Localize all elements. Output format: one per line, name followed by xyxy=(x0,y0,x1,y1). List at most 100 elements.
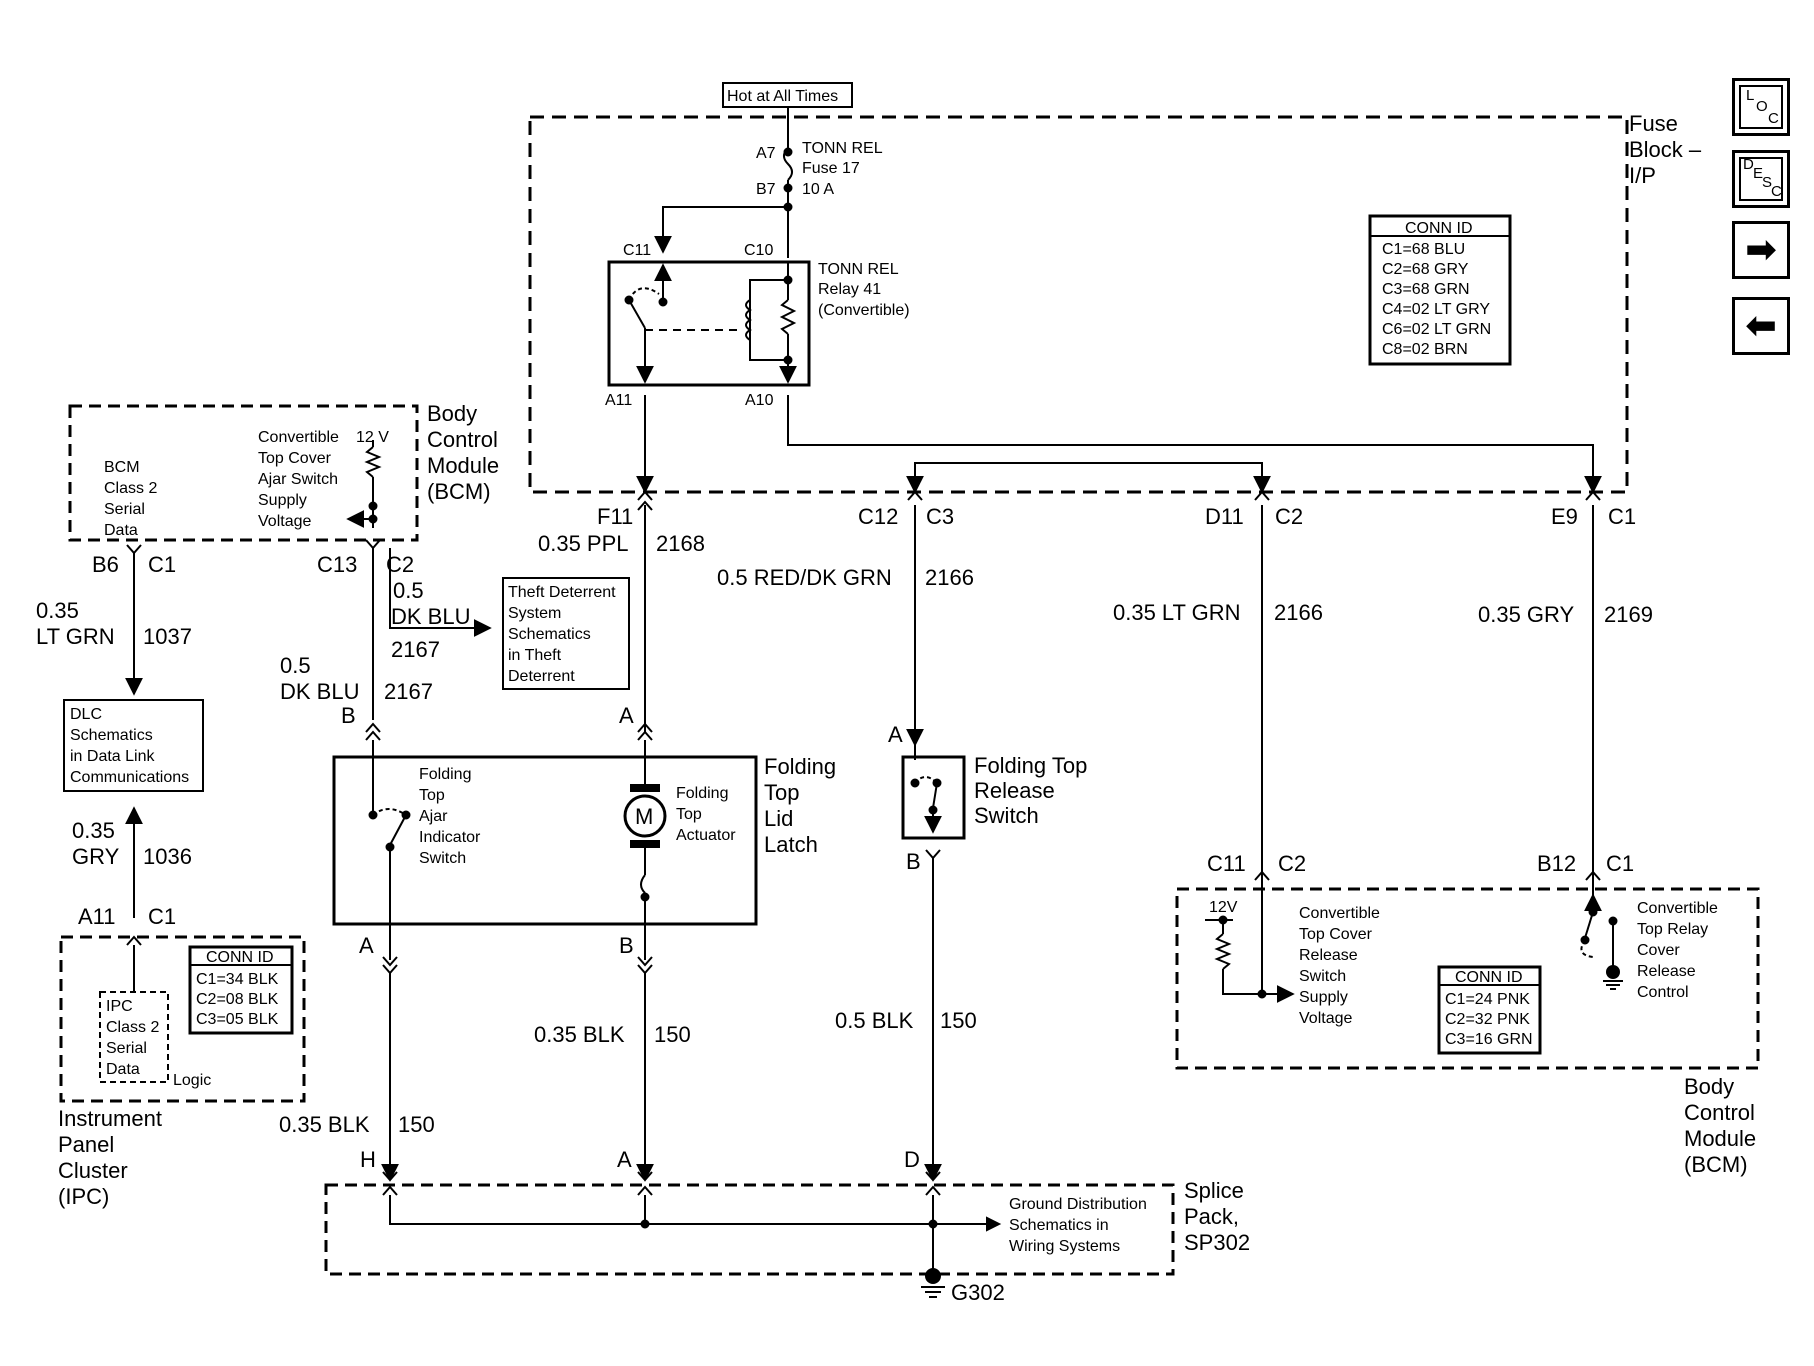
loc-button[interactable]: L O C xyxy=(1732,78,1790,136)
e9-pin: E9 xyxy=(1551,504,1578,529)
fuse-block-title-3: I/P xyxy=(1629,163,1656,188)
latch-actuator-line: Top xyxy=(676,806,702,823)
fuse-block-border xyxy=(528,115,1629,494)
bcm-left-title-4: (BCM) xyxy=(427,479,491,504)
bcm-right-supply-line: Switch xyxy=(1299,968,1346,985)
ipc-conn-id-row: C1=34 BLK xyxy=(196,971,279,988)
bcm-right-conn-id-box xyxy=(1437,965,1542,1055)
latch-switch-line: Indicator xyxy=(419,829,481,846)
relay-pin-a11: A11 xyxy=(605,392,632,409)
latch-title-2: Top xyxy=(764,780,799,805)
fuse-conn-id-row: C3=68 GRN xyxy=(1382,281,1470,298)
bcm-right-title-4: (BCM) xyxy=(1684,1152,1748,1177)
b6-conn: C1 xyxy=(148,552,176,577)
bcm-left-border xyxy=(68,404,419,542)
c13-branch-wire-2: DK BLU xyxy=(391,604,470,629)
fuse-pin-out: B7 xyxy=(756,181,776,198)
latch-switch-line: Folding xyxy=(419,766,471,783)
ipc-title-1: Instrument xyxy=(58,1106,162,1131)
bcm-right-control-line: Convertible xyxy=(1637,900,1718,917)
dlc-line: Communications xyxy=(70,769,189,786)
bcm-right-title-2: Control xyxy=(1684,1100,1755,1125)
bcm-left-title-3: Module xyxy=(427,453,499,478)
ipc-inner-line: Data xyxy=(106,1061,140,1078)
c13-branch-wire-1: 0.5 xyxy=(393,578,424,603)
bcm-serial-line: Serial xyxy=(104,501,145,518)
bcm-right-supply-line: Voltage xyxy=(1299,1010,1352,1027)
latch-pin-b-top: B xyxy=(341,703,356,728)
ground-circuit-3: 150 xyxy=(940,1008,977,1033)
arrow-left-icon: ⬅ xyxy=(1745,305,1777,347)
bcm-right-border xyxy=(1175,887,1760,1070)
latch-pin-b-bot: B xyxy=(619,933,634,958)
dlc-line: Schematics xyxy=(70,727,153,744)
b6-pin: B6 xyxy=(92,552,119,577)
latch-switch-line: Ajar xyxy=(419,808,448,825)
splice-pin-d: D xyxy=(904,1147,920,1172)
desc-letter-c: C xyxy=(1771,183,1782,200)
fuse-conn-id-box xyxy=(1368,214,1512,366)
bcm-right-supply-line: Convertible xyxy=(1299,905,1380,922)
loc-letter-l: L xyxy=(1746,87,1755,104)
dlc-line: in Data Link xyxy=(70,748,155,765)
relay-line-2: Relay 41 xyxy=(818,281,881,298)
b12-conn: C1 xyxy=(1606,851,1634,876)
ground-wire-1: 0.35 BLK xyxy=(279,1112,370,1137)
bcm-right-conn-id-row: C2=32 PNK xyxy=(1445,1011,1530,1028)
c12-wire: 0.5 RED/DK GRN xyxy=(717,565,892,590)
splice-title-3: SP302 xyxy=(1184,1230,1250,1255)
latch-actuator-line: Actuator xyxy=(676,827,736,844)
b6-wire-2: LT GRN xyxy=(36,624,115,649)
ipc-class2-box xyxy=(99,991,169,1083)
theft-line: Deterrent xyxy=(508,668,575,685)
bcm-supply-line: Top Cover xyxy=(258,450,332,467)
next-page-button[interactable]: ➡ xyxy=(1732,221,1790,279)
ipc-title-3: Cluster xyxy=(58,1158,128,1183)
c13-circuit: 2167 xyxy=(384,679,433,704)
ipc-border xyxy=(59,935,306,1103)
folding-top-lid-latch-box xyxy=(332,755,758,926)
latch-pin-a-bot: A xyxy=(359,933,374,958)
bcm-right-title-1: Body xyxy=(1684,1074,1734,1099)
bcm-serial-line: Class 2 xyxy=(104,480,157,497)
prev-page-button[interactable]: ⬅ xyxy=(1732,297,1790,355)
release-pin-a: A xyxy=(888,722,903,747)
e9-wire: 0.35 GRY xyxy=(1478,602,1575,627)
ipc-inner-line: Class 2 xyxy=(106,1019,159,1036)
c12-circuit: 2166 xyxy=(925,565,974,590)
ipc-title-2: Panel xyxy=(58,1132,114,1157)
ground-circuit-2: 150 xyxy=(654,1022,691,1047)
bcm-right-conn-id-header: CONN ID xyxy=(1455,969,1523,986)
fuse-line-2: Fuse 17 xyxy=(802,160,860,177)
b12-pin: B12 xyxy=(1537,851,1576,876)
release-switch-box xyxy=(901,755,966,840)
bcm-supply-line: Voltage xyxy=(258,513,311,530)
desc-button[interactable]: D E S C xyxy=(1732,150,1790,208)
splice-ref-line: Ground Distribution xyxy=(1009,1196,1147,1213)
theft-line: System xyxy=(508,605,561,622)
ipc-inner-line: Serial xyxy=(106,1040,147,1057)
bcm-supply-line: Ajar Switch xyxy=(258,471,338,488)
bcm-right-supply-line: Release xyxy=(1299,947,1358,964)
bcm-serial-line: BCM xyxy=(104,459,140,476)
d11-circuit: 2166 xyxy=(1274,600,1323,625)
fuse-conn-id-row: C1=68 BLU xyxy=(1382,241,1465,258)
bcm-right-control-line: Control xyxy=(1637,984,1689,1001)
latch-title-4: Latch xyxy=(764,832,818,857)
d11-wire: 0.35 LT GRN xyxy=(1113,600,1241,625)
release-title-1: Folding Top xyxy=(974,753,1087,778)
theft-line: in Theft xyxy=(508,647,562,664)
d11-pin: D11 xyxy=(1205,504,1244,529)
b6-circuit: 1037 xyxy=(143,624,192,649)
desc-letter-s: S xyxy=(1762,174,1773,191)
ground-wire-3: 0.5 BLK xyxy=(835,1008,914,1033)
ipc-title-4: (IPC) xyxy=(58,1184,109,1209)
latch-title-3: Lid xyxy=(764,806,793,831)
bcm-left-volt: 12 V xyxy=(356,429,389,446)
ground-circuit-1: 150 xyxy=(398,1112,435,1137)
f11-wire: 0.35 PPL xyxy=(538,531,629,556)
loc-letter-c: C xyxy=(1768,110,1779,127)
tonn-rel-relay-box xyxy=(607,260,811,387)
fuse-block-title-2: Block – xyxy=(1629,137,1702,162)
release-title-3: Switch xyxy=(974,803,1039,828)
